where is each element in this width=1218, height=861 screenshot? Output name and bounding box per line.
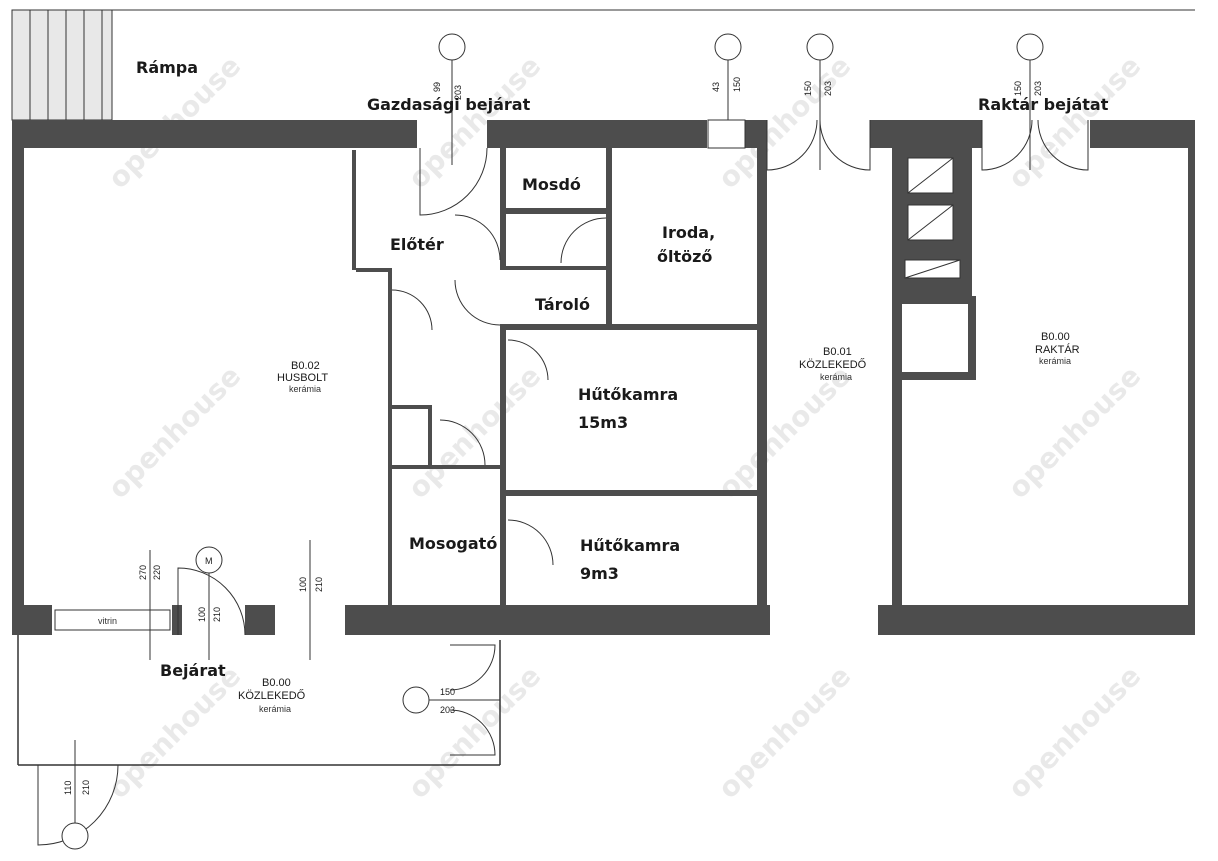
label-hutokamra-15-2: 15m3 [578, 413, 628, 432]
label-tarolo: Tároló [535, 295, 590, 314]
husbolt-floor: kerámia [289, 384, 321, 394]
kozlekedo-00-floor: kerámia [259, 704, 291, 714]
label-mosdo: Mosdó [522, 175, 581, 194]
dim-203: 203 [453, 85, 463, 100]
watermark: openhouse [1002, 359, 1148, 505]
husbolt-name: HUSBOLT [277, 372, 328, 384]
watermark: openhouse [102, 359, 248, 505]
label-iroda-2: őltöző [657, 247, 712, 266]
dim-220: 220 [152, 565, 162, 580]
label-hutokamra-9-1: Hűtőkamra [580, 536, 680, 555]
label-hutokamra-9-2: 9m3 [580, 564, 619, 583]
label-hutokamra-15-1: Hűtőkamra [578, 385, 678, 404]
dim-210: 210 [81, 780, 91, 795]
label-eloter: Előtér [390, 235, 444, 254]
room-codes: B0.02 HUSBOLT kerámia B0.01 KÖZLEKEDŐ ke… [238, 331, 1080, 714]
dim-100: 100 [298, 577, 308, 592]
kozlekedo-01-floor: kerámia [820, 372, 852, 382]
vitrin-label: vitrin [98, 616, 117, 626]
kozlekedo-00-code: B0.00 [262, 677, 291, 689]
raktar-name: RAKTÁR [1035, 343, 1080, 356]
dim-150: 150 [1013, 81, 1023, 96]
raktar-code: B0.00 [1041, 331, 1070, 343]
dim-43: 43 [711, 82, 721, 92]
watermark: openhouse [402, 659, 548, 805]
dim-210: 210 [314, 577, 324, 592]
dim-203: 203 [1033, 81, 1043, 96]
room-labels: Rámpa Gazdasági bejárat Raktár bejátat M… [136, 58, 1109, 680]
walls [12, 120, 1195, 635]
kozlekedo-01-code: B0.01 [823, 346, 852, 358]
label-raktar-bejatat: Raktár bejátat [978, 95, 1109, 114]
dimension-markers [61, 33, 1044, 850]
dim-150: 150 [803, 81, 813, 96]
label-bejarat: Bejárat [160, 661, 226, 680]
dim-150: 150 [732, 77, 742, 92]
dim-150: 150 [440, 687, 455, 697]
dim-99: 99 [432, 82, 442, 92]
label-mosogato: Mosogató [409, 534, 497, 553]
watermark: openhouse [1002, 659, 1148, 805]
doors [37, 119, 1089, 846]
dim-270: 270 [138, 565, 148, 580]
dim-100: 100 [197, 607, 207, 622]
watermark: openhouse [712, 659, 858, 805]
husbolt-code: B0.02 [291, 360, 320, 372]
kozlekedo-00-name: KÖZLEKEDŐ [238, 688, 306, 702]
corridor-outline [17, 635, 501, 766]
raktar-floor: kerámia [1039, 356, 1071, 366]
dim-110: 110 [63, 781, 73, 795]
kozlekedo-01-name: KÖZLEKEDŐ [799, 357, 867, 371]
dim-203: 203 [440, 705, 455, 715]
m-marker: M [205, 556, 213, 566]
dimension-texts: 99 203 43 150 150 203 150 203 270 220 10… [63, 77, 1043, 795]
dim-210: 210 [212, 607, 222, 622]
label-gazdasagi-bejarat: Gazdasági bejárat [367, 95, 531, 114]
ramp-hatch [11, 9, 1195, 121]
vitrin-box [54, 609, 171, 631]
shaft-boxes [902, 157, 968, 372]
label-rampa: Rámpa [136, 58, 198, 77]
watermark: openhouse [402, 359, 548, 505]
dim-203: 203 [823, 81, 833, 96]
label-iroda-1: Iroda, [662, 223, 715, 242]
watermark: openhouse [102, 659, 248, 805]
